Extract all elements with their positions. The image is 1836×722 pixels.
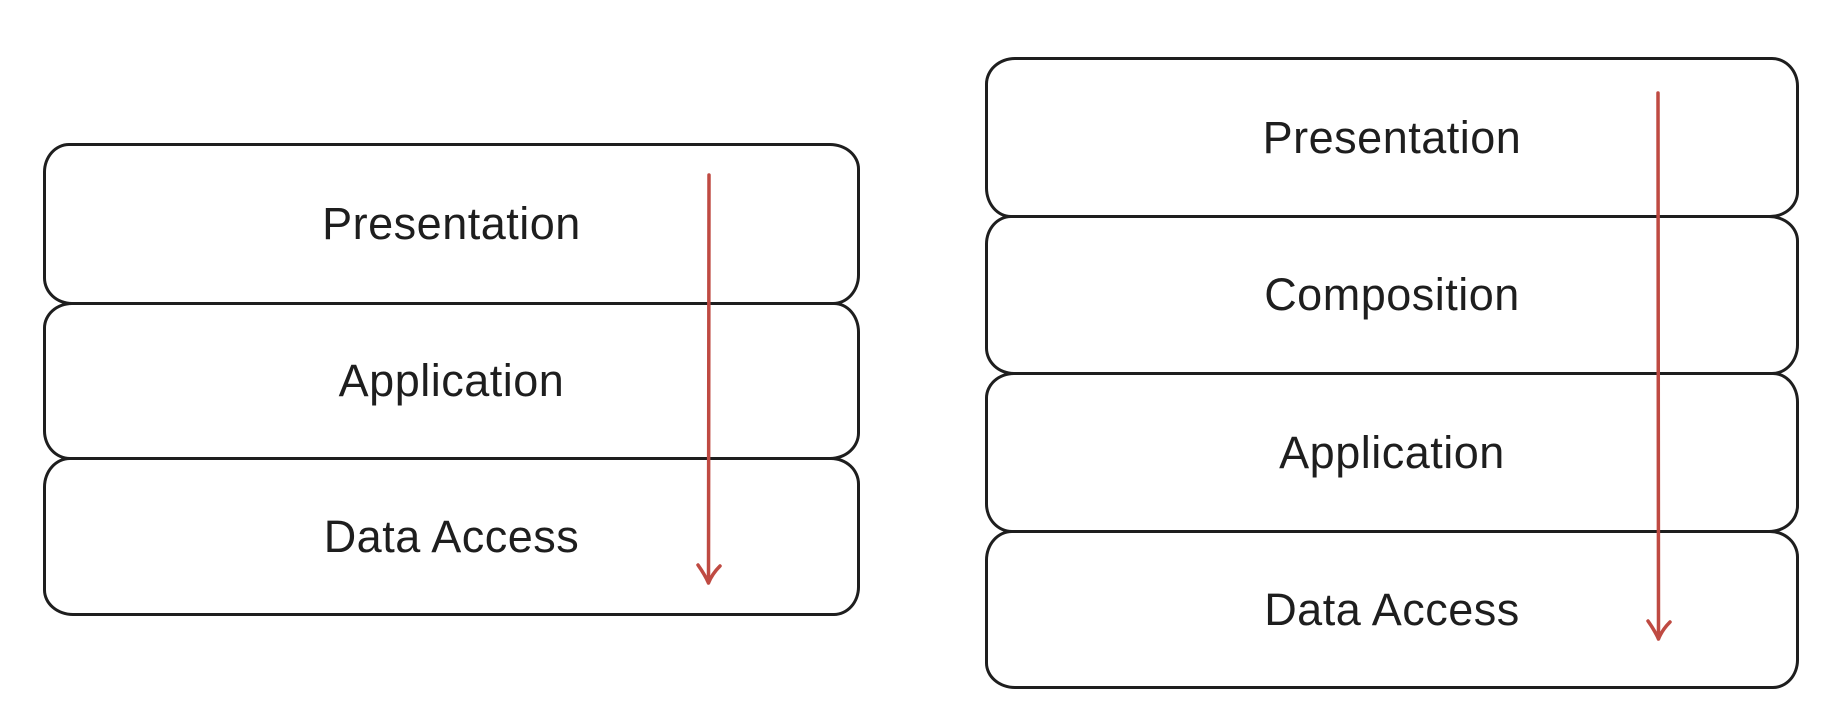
layer-label: Application bbox=[338, 355, 565, 406]
layer-box-application: Application bbox=[985, 372, 1799, 533]
layer-box-presentation: Presentation bbox=[43, 143, 860, 305]
layer-box-presentation: Presentation bbox=[985, 57, 1799, 218]
layer-box-data-access: Data Access bbox=[43, 457, 860, 616]
layer-label: Application bbox=[1279, 426, 1505, 478]
layer-label: Composition bbox=[1264, 269, 1520, 320]
layer-box-data-access: Data Access bbox=[985, 530, 1799, 689]
down-arrow-icon bbox=[1646, 91, 1672, 641]
layer-label: Presentation bbox=[322, 198, 581, 249]
layer-label: Data Access bbox=[323, 510, 580, 562]
layer-label: Presentation bbox=[1262, 111, 1522, 163]
layer-label: Data Access bbox=[1264, 583, 1520, 635]
down-arrow-icon bbox=[696, 173, 722, 585]
layer-box-composition: Composition bbox=[985, 215, 1799, 375]
